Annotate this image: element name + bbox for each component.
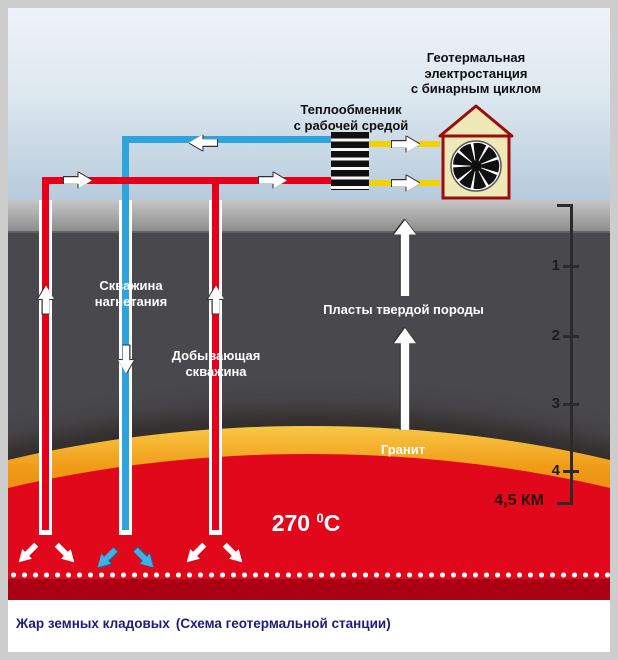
depth-tick [563,265,579,268]
depth-tick [563,335,579,338]
depth-tick [563,470,579,473]
plant-label: Геотермальная электростанция с бинарным … [410,50,542,96]
flow-arrow-right-icon [392,175,420,192]
temperature-label: 270 0С [271,510,341,536]
depth-total-label: 4,5 КМ [494,492,544,509]
flow-arrow-up-icon [38,286,55,314]
flow-arrow-right-icon [392,136,420,153]
caption-title: Жар земных кладовых [16,616,170,631]
depth-mark-4: 4 [551,462,560,479]
magma-boundary-dots [8,571,610,579]
depth-scale-bottom-cap [557,502,573,505]
depth-mark-2: 2 [551,327,560,344]
caption: Жар земных кладовых (Схема геотермальной … [8,600,610,652]
flow-arrow-down-icon [118,346,135,374]
depth-mark-1: 1 [551,257,560,274]
cold-water-line [122,136,331,143]
rock-layers-label: Пласты твердой породы [323,302,484,317]
power-plant-building [438,104,514,200]
heat-exchanger [331,132,369,190]
flow-arrow-up-icon [208,286,225,314]
geothermal-diagram: 1 2 3 4 4,5 КМ Геотермальная электростан… [8,8,610,600]
granite-label: Гранит [380,442,426,457]
caption-subtitle: (Схема геотермальной станции) [175,616,391,631]
injection-pipe [122,136,129,530]
hot-water-line [42,177,331,184]
flow-arrow-right-icon [259,172,287,189]
building-roof [438,104,514,138]
production-pipe [212,177,219,530]
depth-scale-line [570,204,573,505]
depth-arrow-up-icon [394,220,416,296]
flow-arrow-right-icon [64,172,92,189]
depth-scale-top-cap [557,204,573,207]
hot-water-pipe-left [42,177,49,530]
depth-arrow-down-icon [394,328,416,430]
production-well-label: Добывающая скважина [171,348,261,379]
deep-magma-band [8,579,610,600]
depth-tick [563,403,579,406]
turbine-icon [453,142,500,190]
depth-mark-3: 3 [551,395,560,412]
flow-arrow-left-icon [189,134,217,151]
surface-soil-layer [8,200,610,233]
injection-well-label: Скважина нагнетания [94,278,168,309]
image-canvas: 1 2 3 4 4,5 КМ Геотермальная электростан… [8,8,610,652]
heat-exchanger-label: Теплообменник с рабочей средой [293,102,409,133]
